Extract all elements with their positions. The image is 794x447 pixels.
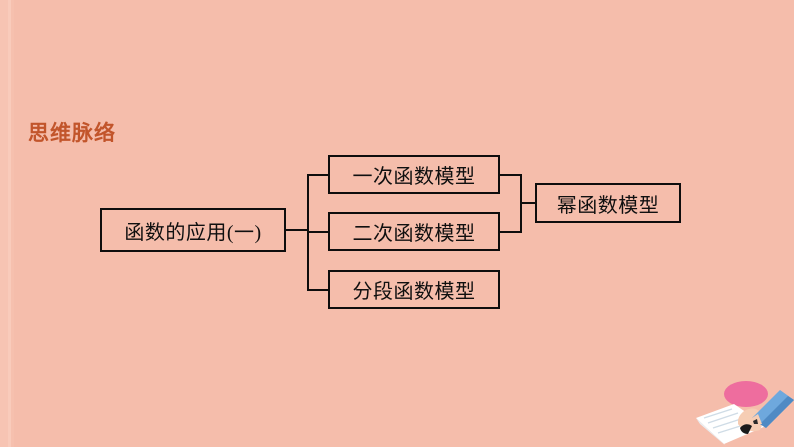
- connector-to-quadratic-model: [307, 231, 330, 233]
- connector-to-piecewise-model: [307, 289, 330, 291]
- left-edge-band-inner: [11, 0, 14, 447]
- section-title: 思维脉络: [28, 122, 116, 145]
- connector-to-linear-model: [307, 174, 330, 176]
- diagram-node-root: 函数的应用(一): [100, 208, 286, 252]
- connector-from-quadratic-model: [499, 231, 522, 233]
- connector-from-linear-model: [499, 174, 522, 176]
- diagram-node-piecewise-model-label: 分段函数模型: [352, 281, 476, 303]
- diagram-node-quadratic-model: 二次函数模型: [328, 212, 500, 251]
- diagram-node-quadratic-model-label: 二次函数模型: [352, 223, 476, 245]
- pink-oval-shape: [724, 381, 768, 407]
- diagram-node-piecewise-model: 分段函数模型: [328, 270, 500, 309]
- diagram-node-linear-model: 一次函数模型: [328, 155, 500, 194]
- diagram-node-power-model: 幂函数模型: [535, 183, 681, 223]
- left-edge-band-light: [8, 0, 11, 447]
- diagram-node-root-label: 函数的应用(一): [124, 221, 262, 244]
- left-edge-band-outer: [0, 0, 8, 447]
- pencil-writing-illustration: [694, 374, 794, 447]
- connector-root-stub: [286, 229, 309, 231]
- connector-to-power-model: [520, 202, 537, 204]
- blue-pencil: [752, 390, 794, 428]
- diagram-node-linear-model-label: 一次函数模型: [352, 166, 476, 188]
- diagram-node-power-model-label: 幂函数模型: [556, 194, 660, 217]
